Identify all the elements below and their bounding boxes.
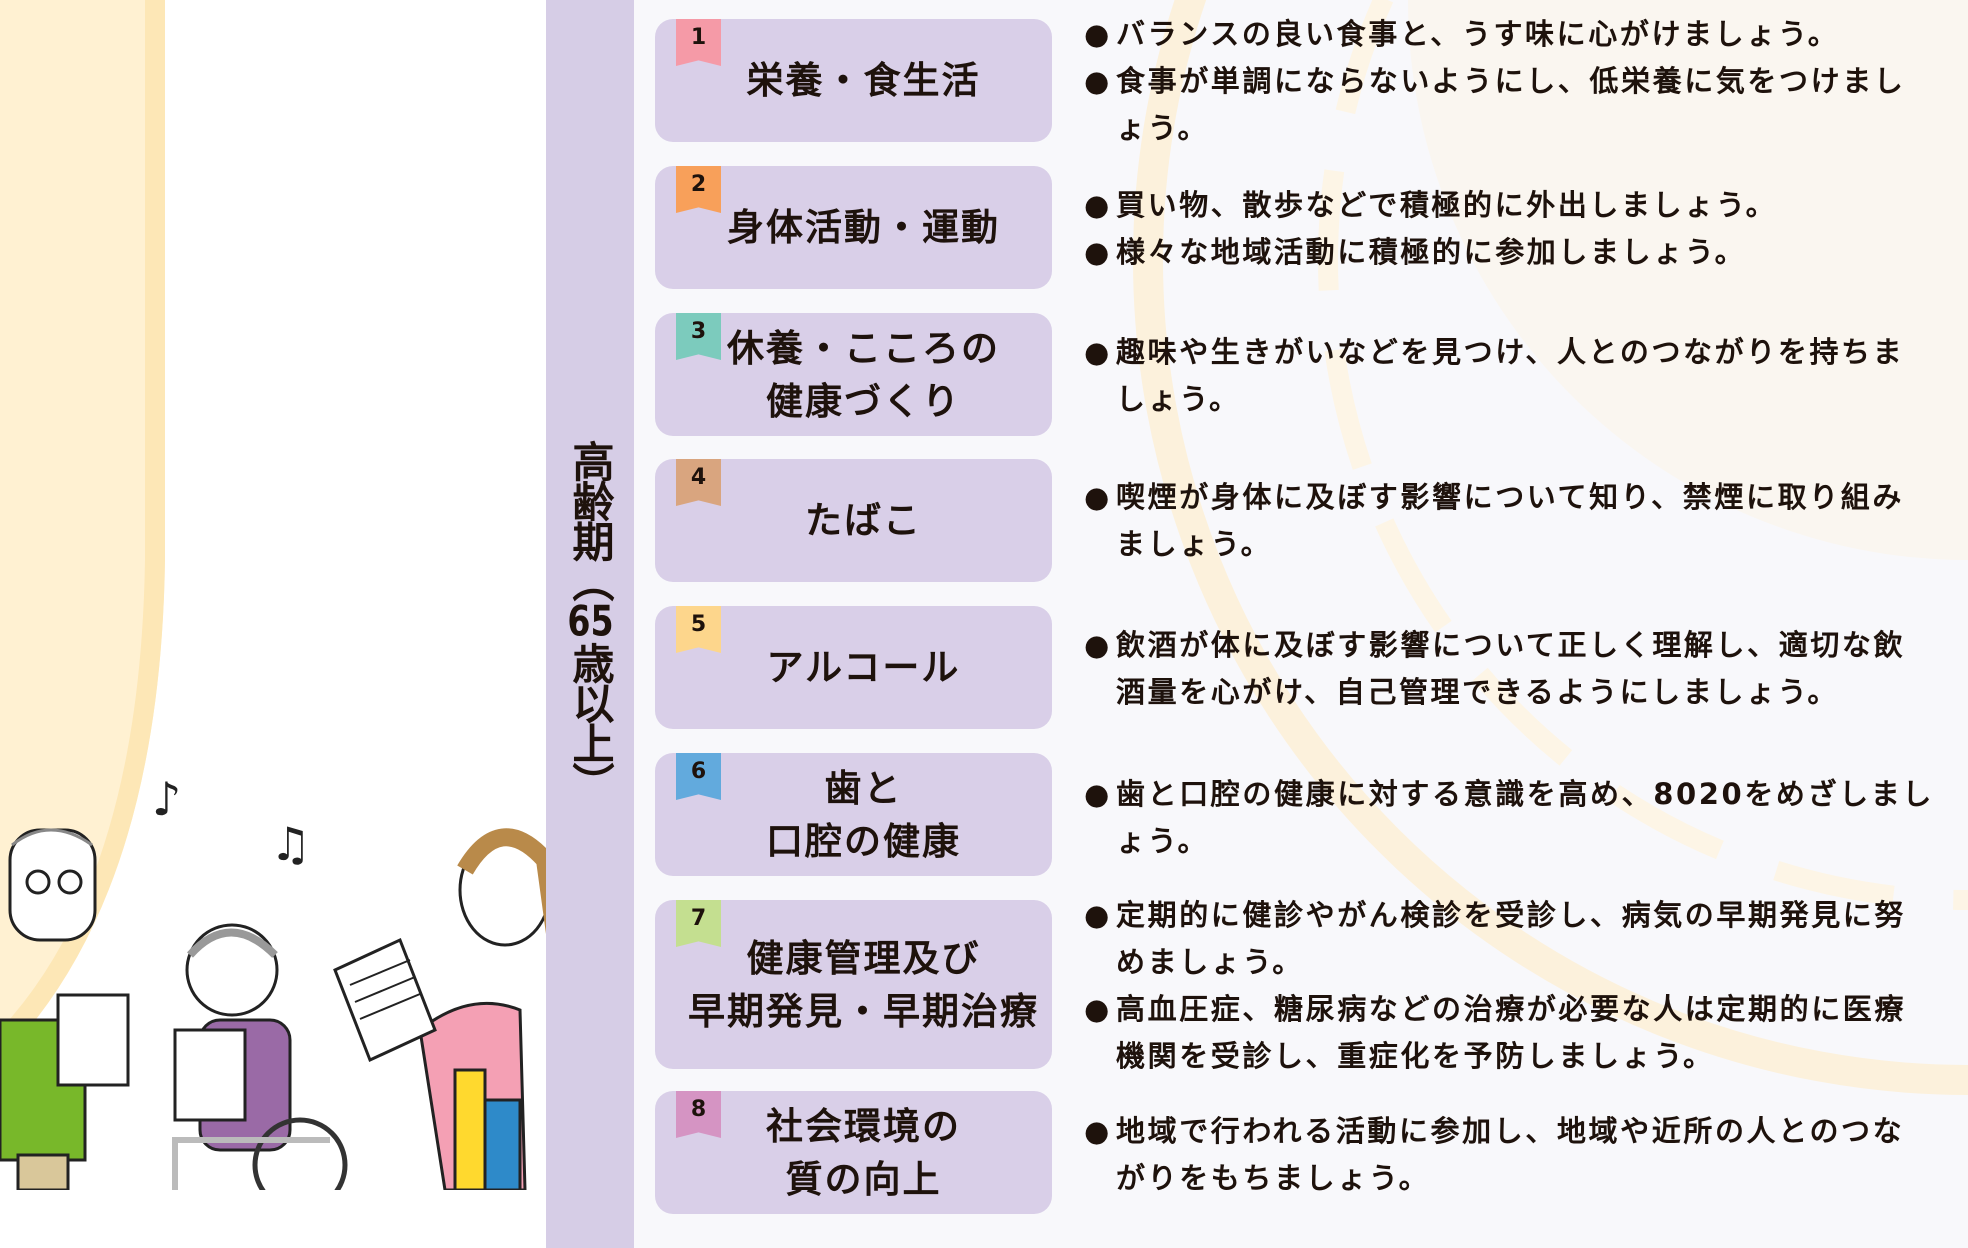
number-ribbon-badge: 8 [676,1091,721,1138]
music-note-icon: ♪ [152,772,181,826]
bullet-icon: ● [1084,17,1112,51]
age-group-label: 高齢期（65歳以上） [566,440,615,802]
advice-item: ●趣味や生きがいなどを見つけ、人とのつながりを持ちましょう。 [1084,329,1934,423]
music-note-icon: ♫ [270,817,311,871]
advice-item: ●地域で行われる活動に参加し、地域や近所の人とのつながりをもちましょう。 [1084,1108,1934,1202]
advice-text: 喫煙が身体に及ぼす影響について知り、禁煙に取り組みましょう。 [1116,480,1904,561]
number-ribbon-badge: 6 [676,753,721,800]
category-title: 健康管理及び 早期発見・早期治療 [688,936,1039,1033]
category-title: 栄養・食生活 [746,59,981,102]
number-ribbon-badge: 1 [676,19,721,66]
advice-text: 定期的に健診やがん検診を受診し、病気の早期発見に努めましょう。 [1116,898,1907,979]
advice-text: 歯と口腔の健康に対する意識を高め、8020をめざしましょう。 [1116,777,1934,858]
advice-text: 飲酒が体に及ぼす影響について正しく理解し、適切な飲酒量を心がけ、自己管理できるよ… [1116,628,1906,709]
bullet-icon: ● [1084,992,1112,1026]
bullet-icon: ● [1084,628,1112,662]
advice-item: ●喫煙が身体に及ぼす影響について知り、禁煙に取り組みましょう。 [1084,474,1934,568]
bullet-icon: ● [1084,235,1112,269]
bullet-icon: ● [1084,188,1112,222]
bullet-icon: ● [1084,335,1112,369]
category-title: たばこ [805,499,922,542]
category-card: 8 社会環境の 質の向上 [655,1091,1052,1214]
advice-item: ●飲酒が体に及ぼす影響について正しく理解し、適切な飲酒量を心がけ、自己管理できる… [1084,622,1934,716]
number-ribbon-badge: 5 [676,606,721,653]
age-group-bar: 高齢期（65歳以上） [546,0,634,1248]
category-advice-list: ●歯と口腔の健康に対する意識を高め、8020をめざしましょう。 [1084,771,1934,865]
advice-item: ●高血圧症、糖尿病などの治療が必要な人は定期的に医療機関を受診し、重症化を予防し… [1084,986,1934,1080]
category-title: 身体活動・運動 [727,206,1000,249]
advice-text: 高血圧症、糖尿病などの治療が必要な人は定期的に医療機関を受診し、重症化を予防しま… [1116,992,1907,1073]
category-advice-list: ●定期的に健診やがん検診を受診し、病気の早期発見に努めましょう。●高血圧症、糖尿… [1084,892,1934,1080]
illustration-panel: ♪ ♫ [0,0,546,1248]
category-advice-list: ●買い物、散歩などで積極的に外出しましょう。●様々な地域活動に積極的に参加しまし… [1084,182,1934,276]
category-title: 歯と 口腔の健康 [766,766,961,863]
category-advice-list: ●バランスの良い食事と、うす味に心がけましょう。●食事が単調にならないようにし、… [1084,11,1934,152]
category-advice-list: ●喫煙が身体に及ぼす影響について知り、禁煙に取り組みましょう。 [1084,474,1934,568]
advice-text: 趣味や生きがいなどを見つけ、人とのつながりを持ちましょう。 [1116,335,1905,416]
bullet-icon: ● [1084,1114,1112,1148]
advice-text: バランスの良い食事と、うす味に心がけましょう。 [1116,17,1840,51]
category-card: 6 歯と 口腔の健康 [655,753,1052,876]
advice-item: ●様々な地域活動に積極的に参加しましょう。 [1084,229,1934,276]
number-ribbon-badge: 4 [676,459,721,506]
category-card: 1 栄養・食生活 [655,19,1052,142]
bullet-icon: ● [1084,898,1112,932]
bullet-icon: ● [1084,480,1112,514]
advice-item: ●歯と口腔の健康に対する意識を高め、8020をめざしましょう。 [1084,771,1934,865]
category-title: アルコール [766,646,961,689]
bullet-icon: ● [1084,777,1112,811]
category-title: 社会環境の 質の向上 [766,1104,961,1201]
number-ribbon-badge: 7 [676,900,721,947]
advice-text: 様々な地域活動に積極的に参加しましょう。 [1116,235,1747,269]
category-advice-list: ●飲酒が体に及ぼす影響について正しく理解し、適切な飲酒量を心がけ、自己管理できる… [1084,622,1934,716]
advice-item: ●買い物、散歩などで積極的に外出しましょう。 [1084,182,1934,229]
bullet-icon: ● [1084,64,1112,98]
advice-text: 食事が単調にならないようにし、低栄養に気をつけましょう。 [1116,64,1906,145]
category-card: 4 たばこ [655,459,1052,582]
category-title: 休養・こころの 健康づくり [727,326,1000,423]
number-ribbon-badge: 3 [676,313,721,360]
advice-item: ●定期的に健診やがん検診を受診し、病気の早期発見に努めましょう。 [1084,892,1934,986]
number-ribbon-badge: 2 [676,166,721,213]
category-advice-list: ●趣味や生きがいなどを見つけ、人とのつながりを持ちましょう。 [1084,329,1934,423]
advice-text: 地域で行われる活動に参加し、地域や近所の人とのつながりをもちましょう。 [1116,1114,1905,1195]
singing-seniors-illustration: ♪ ♫ [0,772,546,1190]
advice-item: ●バランスの良い食事と、うす味に心がけましょう。 [1084,11,1934,58]
cream-curtain [0,0,165,1060]
advice-item: ●食事が単調にならないようにし、低栄養に気をつけましょう。 [1084,58,1934,152]
category-advice-list: ●地域で行われる活動に参加し、地域や近所の人とのつながりをもちましょう。 [1084,1108,1934,1202]
advice-text: 買い物、散歩などで積極的に外出しましょう。 [1116,188,1778,222]
category-card: 5 アルコール [655,606,1052,729]
